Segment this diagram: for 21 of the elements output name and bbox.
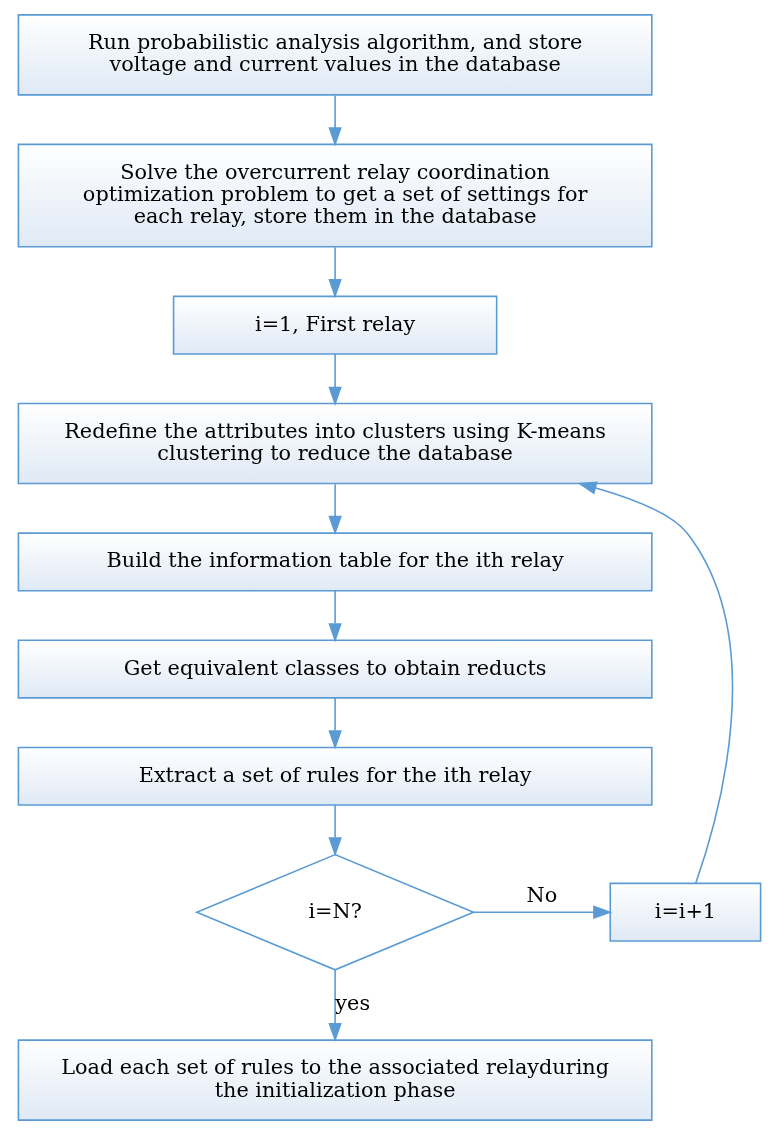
arrow	[328, 969, 342, 1043]
node-box: i=1, First relay	[172, 295, 498, 355]
node-box: i=i+1	[609, 882, 762, 942]
node-box: Get equivalent classes to obtain reducts	[17, 639, 653, 699]
node-box: Redefine the attributes into clusters using K-means clustering to reduce the database	[17, 402, 653, 485]
arrow	[328, 590, 342, 643]
arrow	[577, 481, 734, 885]
arrow	[328, 353, 342, 406]
arrow	[328, 483, 342, 536]
node-box: Extract a set of rules for the ith relay	[17, 746, 653, 806]
node-box: Build the information table for the ith relay	[17, 532, 653, 592]
arrow	[328, 94, 342, 147]
node-diamond: i=N?	[194, 853, 476, 971]
arrow	[472, 905, 613, 919]
arrow	[328, 804, 342, 857]
node-box: Load each set of rules to the associated relayduring the initialization phase	[17, 1039, 653, 1121]
node-box: Run probabilistic analysis algorithm, and store voltage and current values in the database	[17, 14, 653, 96]
arrow	[328, 697, 342, 750]
edge-label: No	[526, 882, 558, 907]
node-box: Solve the overcurrent relay coordination optimization problem to get a set of settings for each relay, store them in the database	[17, 143, 653, 248]
arrow	[328, 246, 342, 299]
